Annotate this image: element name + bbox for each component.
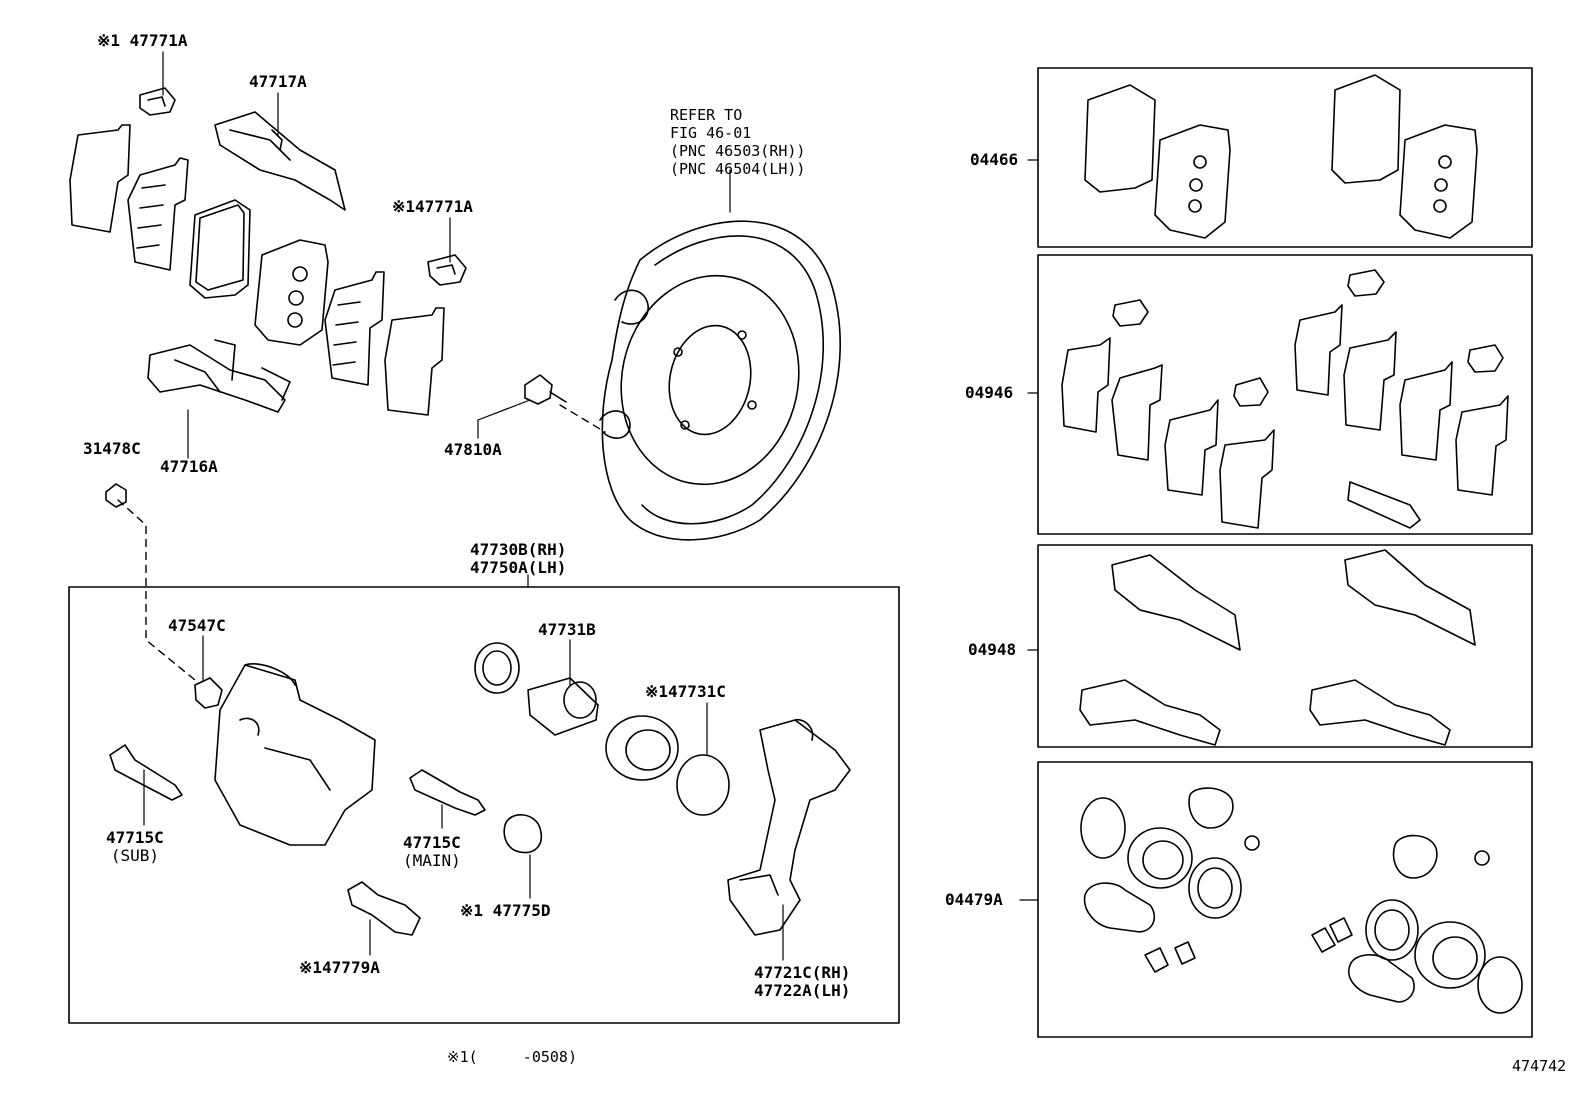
piston-47731b (527, 677, 599, 736)
label-47716a: 47716A (160, 457, 218, 476)
clip-47771a-mid (427, 254, 467, 286)
kit-04946-parts (1061, 269, 1509, 529)
support-plate-47716a (147, 339, 291, 413)
bushing-47779a (347, 881, 421, 936)
label-47717a: 47717A (249, 72, 307, 91)
anti-squeal-shim-right-outer (384, 307, 445, 416)
label-47547c: 47547C (168, 616, 226, 635)
label-47721c-47722a: 47721C(RH) 47722A(LH) (754, 964, 850, 1000)
refer-note-line-1: REFER TO (670, 106, 743, 124)
boot-ring-47731b (474, 642, 520, 694)
bolt-31478c (105, 483, 127, 508)
label-47715c-main-note: (MAIN) (403, 851, 461, 870)
refer-note-line-4: (PNC 46504(LH)) (670, 160, 806, 178)
label-47771a-top: ※1 47771A (97, 31, 188, 50)
label-47715c-sub: 47715C (SUB) (106, 829, 164, 865)
anti-squeal-shim-right-inner (324, 271, 385, 386)
caliper-assembly-frame (68, 586, 900, 1024)
boot-47775d (503, 814, 542, 854)
piston-seal-ring (676, 754, 730, 816)
kit-04466-parts (1084, 74, 1478, 239)
figure-number: 474742 (1512, 1057, 1567, 1075)
guide-pin-main-47715c (409, 769, 486, 816)
label-kit-04948: 04948 (968, 640, 1017, 659)
refer-note-line-2: FIG 46-01 (670, 124, 752, 142)
caliper-mounting-47721c (727, 718, 851, 936)
cylinder-47730b (214, 663, 376, 846)
label-47810a: 47810A (444, 440, 502, 459)
label-47715c-main-number: 47715C (403, 833, 461, 852)
label-47730b-47750a: 47730B(RH) 47750A(LH) (470, 541, 566, 577)
anti-squeal-shim-inner (127, 157, 189, 271)
label-kit-04466: 04466 (970, 150, 1019, 169)
brake-pad-outer (189, 199, 251, 299)
kit-04479a-parts (1080, 787, 1523, 1014)
label-kit-04479a: 04479A (945, 890, 1003, 909)
label-47779a: ※147779A (299, 958, 380, 977)
kit-04946-frame (1037, 254, 1533, 535)
wear-indicator-47717a (214, 111, 346, 211)
bolt-47810a (524, 374, 567, 405)
brake-pad-inner (254, 239, 329, 346)
label-47771a-mid: ※147771A (392, 197, 473, 216)
label-47715c-sub-note: (SUB) (110, 846, 159, 865)
label-47715c-sub-number: 47715C (106, 828, 164, 847)
leader-lines (143, 51, 1039, 961)
label-47721c: 47721C(RH) (754, 963, 851, 982)
label-47750a: 47750A(LH) (470, 558, 567, 577)
footnote-date-range: ※1( -0508) (447, 1048, 577, 1066)
dashed-leaders (117, 404, 606, 681)
guide-pin-sub-47715c (109, 744, 183, 801)
label-47775d: ※1 47775D (460, 901, 551, 920)
label-47731c: ※147731C (645, 682, 726, 701)
anti-squeal-shim-outer (69, 124, 131, 233)
label-47731b: 47731B (538, 620, 596, 639)
kit-04948-frame (1037, 544, 1533, 748)
cylinder-boot-47731c (605, 715, 679, 781)
label-kit-04946: 04946 (965, 383, 1014, 402)
label-31478c: 31478C (83, 439, 141, 458)
refer-note-line-3: (PNC 46503(RH)) (670, 142, 806, 160)
refer-to-note: REFER TO FIG 46-01 (PNC 46503(RH)) (PNC … (670, 106, 805, 178)
kit-04948-parts (1079, 549, 1476, 746)
kit-04466-frame (1037, 67, 1533, 248)
label-47722a: 47722A(LH) (754, 981, 851, 1000)
label-47715c-main: 47715C (MAIN) (403, 834, 461, 870)
label-47730b: 47730B(RH) (470, 540, 567, 559)
clip-47771a-top (139, 87, 176, 116)
disc-brake-dust-cover (599, 220, 842, 541)
bleeder-plug-47547c (194, 677, 223, 709)
kit-04479a-frame (1037, 761, 1533, 1038)
